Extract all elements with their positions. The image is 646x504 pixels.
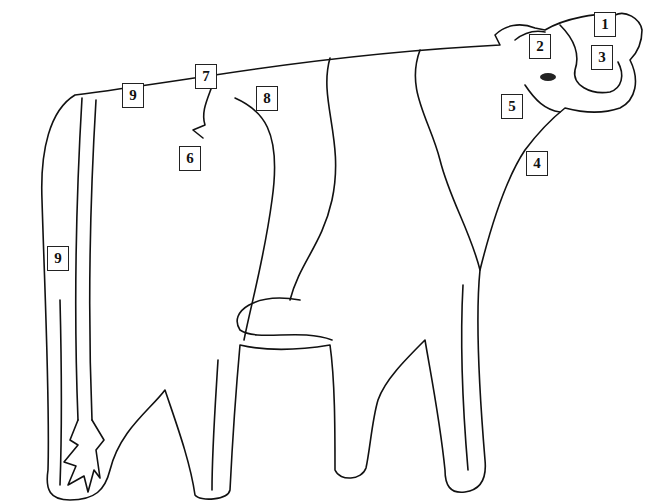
- callout-number: 3: [591, 45, 613, 70]
- callout-number: 4: [526, 151, 548, 176]
- callout-number: 6: [179, 146, 201, 171]
- cow-body: [42, 13, 642, 500]
- tail: [76, 98, 82, 420]
- flank-patch: [235, 98, 275, 340]
- callout-number: 8: [256, 86, 278, 111]
- leg-line: [462, 285, 468, 470]
- callout-number: 2: [529, 34, 551, 59]
- callout-number: 9: [47, 246, 69, 271]
- body-patch: [290, 58, 336, 300]
- callout-number: 5: [501, 94, 523, 119]
- tail: [90, 100, 96, 420]
- tail-tuft: [64, 420, 104, 492]
- callout-number: 7: [195, 64, 217, 89]
- face-line: [525, 85, 560, 112]
- callout-number: 9: [122, 83, 144, 108]
- eye: [540, 73, 556, 81]
- leg-line: [212, 360, 218, 490]
- belly-curl: [237, 298, 332, 340]
- shoulder-patch: [415, 50, 480, 270]
- leg-line: [60, 300, 62, 485]
- callout-number: 1: [594, 12, 616, 37]
